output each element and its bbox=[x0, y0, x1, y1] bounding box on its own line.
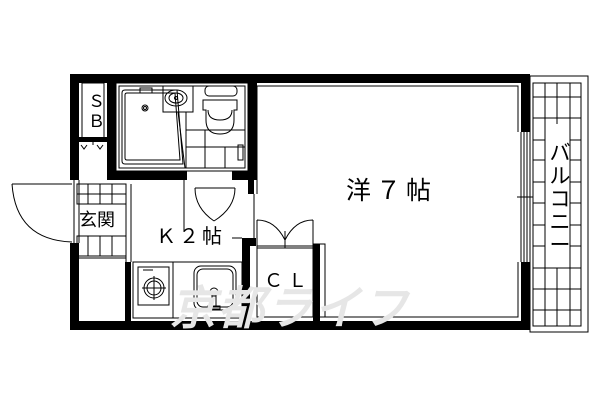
kitchen-label: Ｋ２帖 bbox=[156, 224, 225, 248]
balcony-label: バルコニー bbox=[549, 141, 571, 257]
closet-label: ＣＬ bbox=[264, 270, 313, 292]
entrance bbox=[11, 180, 132, 262]
outer-walls bbox=[70, 74, 530, 330]
kitchen-interior-door bbox=[183, 180, 242, 239]
watermark: 京都ライフ bbox=[170, 281, 410, 335]
shoe-box bbox=[79, 82, 107, 150]
kitchen-counter bbox=[132, 261, 243, 319]
balcony-grid bbox=[529, 75, 589, 333]
western-room-label: 洋７帖 bbox=[346, 176, 437, 205]
closet bbox=[256, 219, 314, 318]
entrance-label: 玄関 bbox=[79, 210, 115, 231]
shoe-box-label: ＳＢ bbox=[88, 92, 105, 132]
unit-bath bbox=[115, 82, 249, 172]
